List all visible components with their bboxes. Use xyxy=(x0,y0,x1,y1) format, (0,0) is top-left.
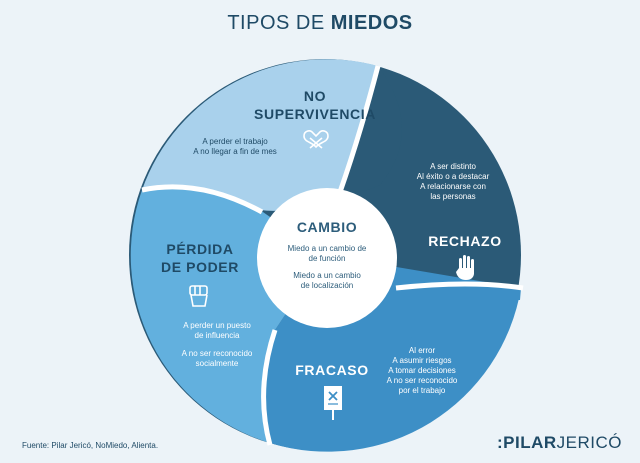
list-item: Al éxito o a destacar xyxy=(416,172,490,181)
list-item: Miedo a un cambio de xyxy=(287,244,367,253)
list-item: Al error xyxy=(408,346,436,355)
page-title: TIPOS DE MIEDOS xyxy=(0,12,640,35)
swirl-accent xyxy=(400,284,521,300)
perdida-items-a: A perder un puesto de influencia xyxy=(162,321,272,341)
list-item: A perder un puesto xyxy=(183,321,251,330)
rejected-document-icon xyxy=(324,386,342,420)
perdida-items-b: A no ser reconocido socialmente xyxy=(162,349,272,369)
divider xyxy=(337,65,381,193)
rechazo-title: RECHAZO xyxy=(428,233,502,249)
list-item: de influencia xyxy=(194,331,240,340)
perdida-de-poder-title: PÉRDIDA DE PODER xyxy=(145,240,255,276)
list-item: socialmente xyxy=(195,359,239,368)
list-item: A perder el trabajo xyxy=(202,137,268,146)
title-bold: MIEDOS xyxy=(330,12,413,34)
divider xyxy=(141,184,264,215)
list-item: las personas xyxy=(430,192,476,201)
list-item: A ser distinto xyxy=(430,162,476,171)
perdida-title-line2: DE PODER xyxy=(161,259,239,275)
list-item: A no ser reconocido xyxy=(181,349,253,358)
list-item: de función xyxy=(308,254,346,263)
cambio-title: CAMBIO xyxy=(296,219,358,235)
source-credit: Fuente: Pilar Jericó, NoMiedo, Alienta. xyxy=(22,441,159,450)
fracaso-items: Al error A asumir riesgos A tomar decisi… xyxy=(372,346,472,396)
no-supervivencia-title-line1: NO xyxy=(303,88,327,104)
raised-hand-icon xyxy=(456,255,474,280)
cambio-items-b: Miedo a un cambio de localización xyxy=(277,271,377,291)
brand-mark: : xyxy=(496,433,504,452)
list-item: A no llegar a fin de mes xyxy=(193,147,277,156)
raised-fist-icon xyxy=(189,285,208,307)
brand-light: JERICÓ xyxy=(556,433,622,452)
title-light: TIPOS DE xyxy=(227,12,331,34)
divider xyxy=(395,281,524,291)
brand-bold: PILAR xyxy=(503,433,557,452)
center-circle xyxy=(257,188,397,328)
fracaso-title: FRACASO xyxy=(295,362,369,378)
segment-no-supervivencia xyxy=(142,59,378,211)
rechazo-items: A ser distinto Al éxito o a destacar A r… xyxy=(398,162,508,202)
list-item: A asumir riesgos xyxy=(392,356,452,365)
no-supervivencia-title: NO SUPERVIVENCIA xyxy=(225,87,405,123)
no-supervivencia-title-line2: SUPERVIVENCIA xyxy=(254,106,376,122)
swirl-accent xyxy=(340,66,403,192)
divider xyxy=(261,329,278,446)
perdida-title-line1: PÉRDIDA xyxy=(166,241,234,257)
list-item: A tomar decisiones xyxy=(388,366,456,375)
list-item: por el trabajo xyxy=(398,386,446,395)
list-item: de localización xyxy=(300,281,354,290)
list-item: A relacionarse con xyxy=(420,182,486,191)
no-supervivencia-items: A perder el trabajo A no llegar a fin de… xyxy=(180,137,290,157)
cambio-items-a: Miedo a un cambio de de función xyxy=(277,244,377,264)
list-item: Miedo a un cambio xyxy=(293,271,361,280)
broken-heart-icon xyxy=(303,130,329,149)
list-item: A no ser reconocido xyxy=(386,376,458,385)
brand-logo: :PILARJERICÓ xyxy=(497,433,622,453)
